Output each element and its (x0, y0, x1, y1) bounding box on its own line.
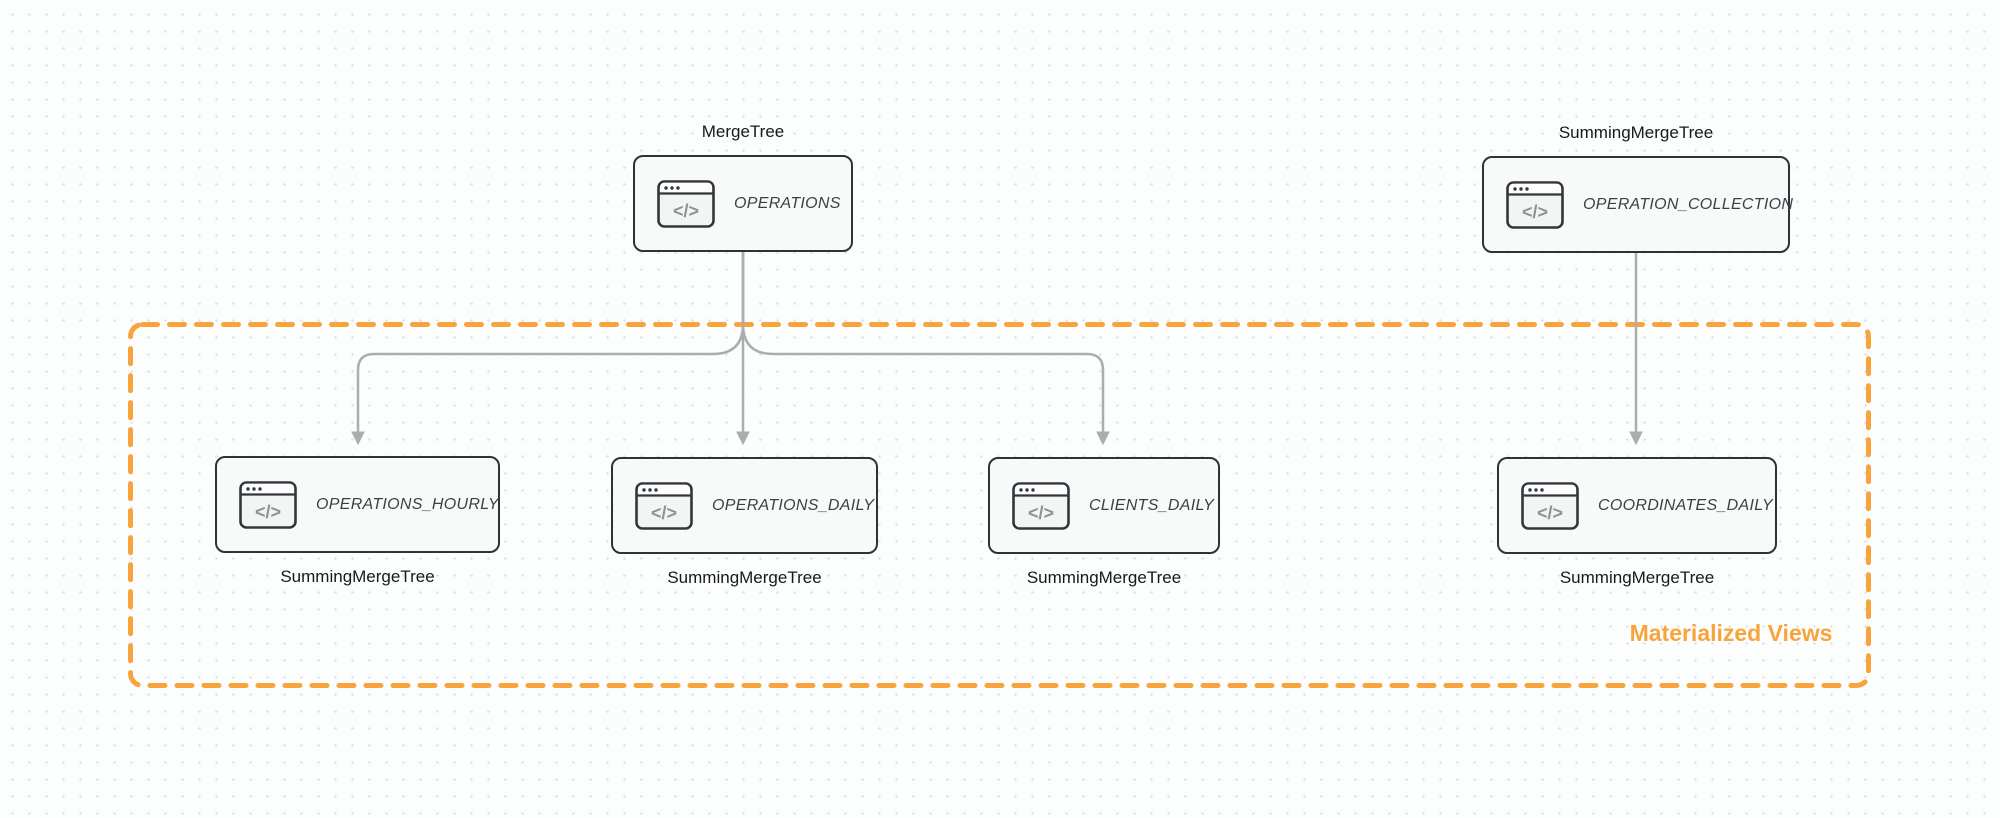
edge-operations-to-clients (741, 252, 1110, 446)
table-name: OPERATIONS_HOURLY (316, 495, 499, 513)
engine-label: SummingMergeTree (1559, 568, 1715, 587)
table-card-operation-collection[interactable]: </> OPERATION_COLLECTION (1482, 156, 1794, 253)
svg-text:</>: </> (673, 201, 699, 221)
table-name: OPERATIONS (734, 194, 841, 212)
node-operations: MergeTree </> OPERATIONS (633, 122, 853, 252)
table-card-clients-daily[interactable]: </> CLIENTS_DAILY (988, 457, 1220, 554)
code-window-icon: </> (635, 481, 693, 530)
node-operations-hourly: </> OPERATIONS_HOURLY SummingMergeTree (215, 456, 500, 587)
code-window-icon: </> (1012, 481, 1070, 530)
materialized-views-label: Materialized Views (1629, 620, 1833, 646)
engine-label: SummingMergeTree (1026, 568, 1182, 587)
code-window-icon: </> (239, 480, 297, 529)
svg-text:</>: </> (1522, 202, 1548, 222)
engine-label: SummingMergeTree (280, 567, 435, 586)
svg-text:</>: </> (1028, 503, 1054, 523)
code-window-icon: </> (657, 179, 715, 228)
engine-label: SummingMergeTree (1558, 123, 1714, 142)
node-operation-collection: SummingMergeTree </> OPERATION_COLLECTIO… (1482, 123, 1794, 253)
table-name: CLIENTS_DAILY (1089, 496, 1215, 514)
table-card-operations-hourly[interactable]: </> OPERATIONS_HOURLY (215, 456, 500, 553)
table-name: OPERATION_COLLECTION (1583, 195, 1794, 213)
svg-text:</>: </> (1537, 503, 1563, 523)
svg-text:</>: </> (651, 503, 677, 523)
engine-label: SummingMergeTree (667, 568, 822, 587)
node-coordinates-daily: </> COORDINATES_DAILY SummingMergeTree (1497, 457, 1777, 588)
edge-operations-to-hourly (351, 252, 745, 446)
table-card-coordinates-daily[interactable]: </> COORDINATES_DAILY (1497, 457, 1777, 554)
table-card-operations-daily[interactable]: </> OPERATIONS_DAILY (611, 457, 878, 554)
node-clients-daily: </> CLIENTS_DAILY SummingMergeTree (988, 457, 1220, 588)
node-operations-daily: </> OPERATIONS_DAILY SummingMergeTree (611, 457, 878, 588)
code-window-icon: </> (1521, 481, 1579, 530)
svg-text:</>: </> (255, 502, 281, 522)
table-card-operations[interactable]: </> OPERATIONS (633, 155, 853, 252)
code-window-icon: </> (1506, 180, 1564, 229)
engine-label: MergeTree (701, 122, 785, 141)
table-name: COORDINATES_DAILY (1598, 496, 1773, 514)
table-name: OPERATIONS_DAILY (712, 496, 875, 514)
